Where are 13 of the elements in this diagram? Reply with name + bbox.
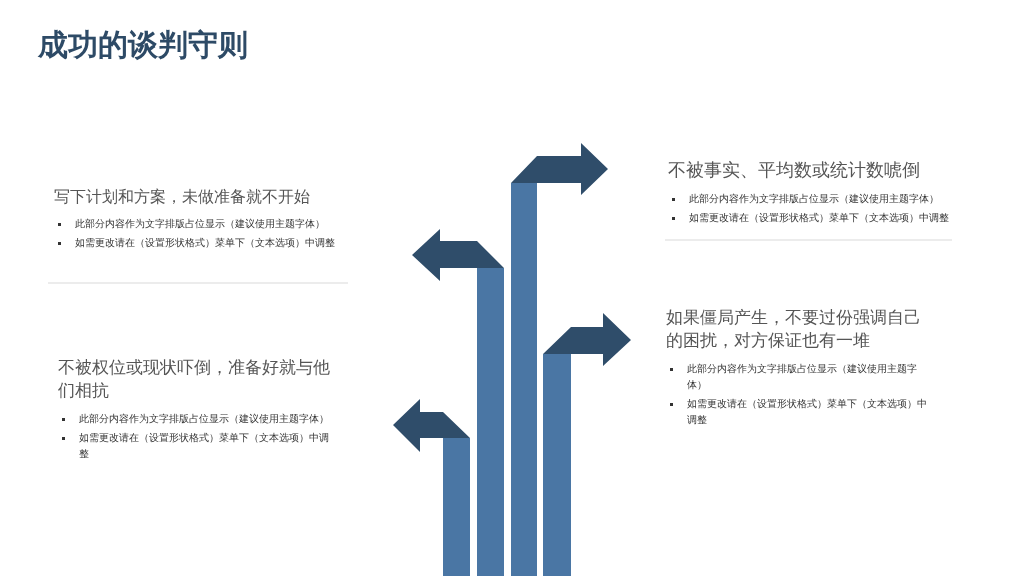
heading: 写下计划和方案，未做准备就不开始 bbox=[54, 187, 311, 207]
title: 成功的谈判守则 bbox=[38, 27, 248, 63]
heading: 不被权位或现状吓倒，准备好就与他们相抗 bbox=[58, 357, 331, 403]
heading: 不被事实、平均数或统计数唬倒 bbox=[668, 159, 921, 182]
bullet-text: 如需更改请在（设置形状格式）菜单下（文本选项）中调整 bbox=[75, 236, 335, 250]
bullet-text: 此部分内容作为文字排版占位显示（建议使用主题字体） bbox=[79, 411, 329, 426]
bullet-text: 此部分内容作为文字排版占位显示（建议使用主题字体） bbox=[687, 361, 918, 392]
bullet-text: 如需更改请在（设置形状格式）菜单下（文本选项）中调整 bbox=[79, 430, 330, 461]
bullet-text: 此部分内容作为文字排版占位显示（建议使用主题字体） bbox=[689, 191, 939, 206]
heading: 如果僵局产生，不要过份强调自己的困扰，对方保证也有一堆 bbox=[666, 307, 922, 353]
bullet-text: 如需更改请在（设置形状格式）菜单下（文本选项）中调整 bbox=[689, 210, 949, 225]
bullet-text: 如需更改请在（设置形状格式）菜单下（文本选项）中调整 bbox=[687, 396, 928, 427]
bullet-text: 此部分内容作为文字排版占位显示（建议使用主题字体） bbox=[75, 217, 325, 231]
